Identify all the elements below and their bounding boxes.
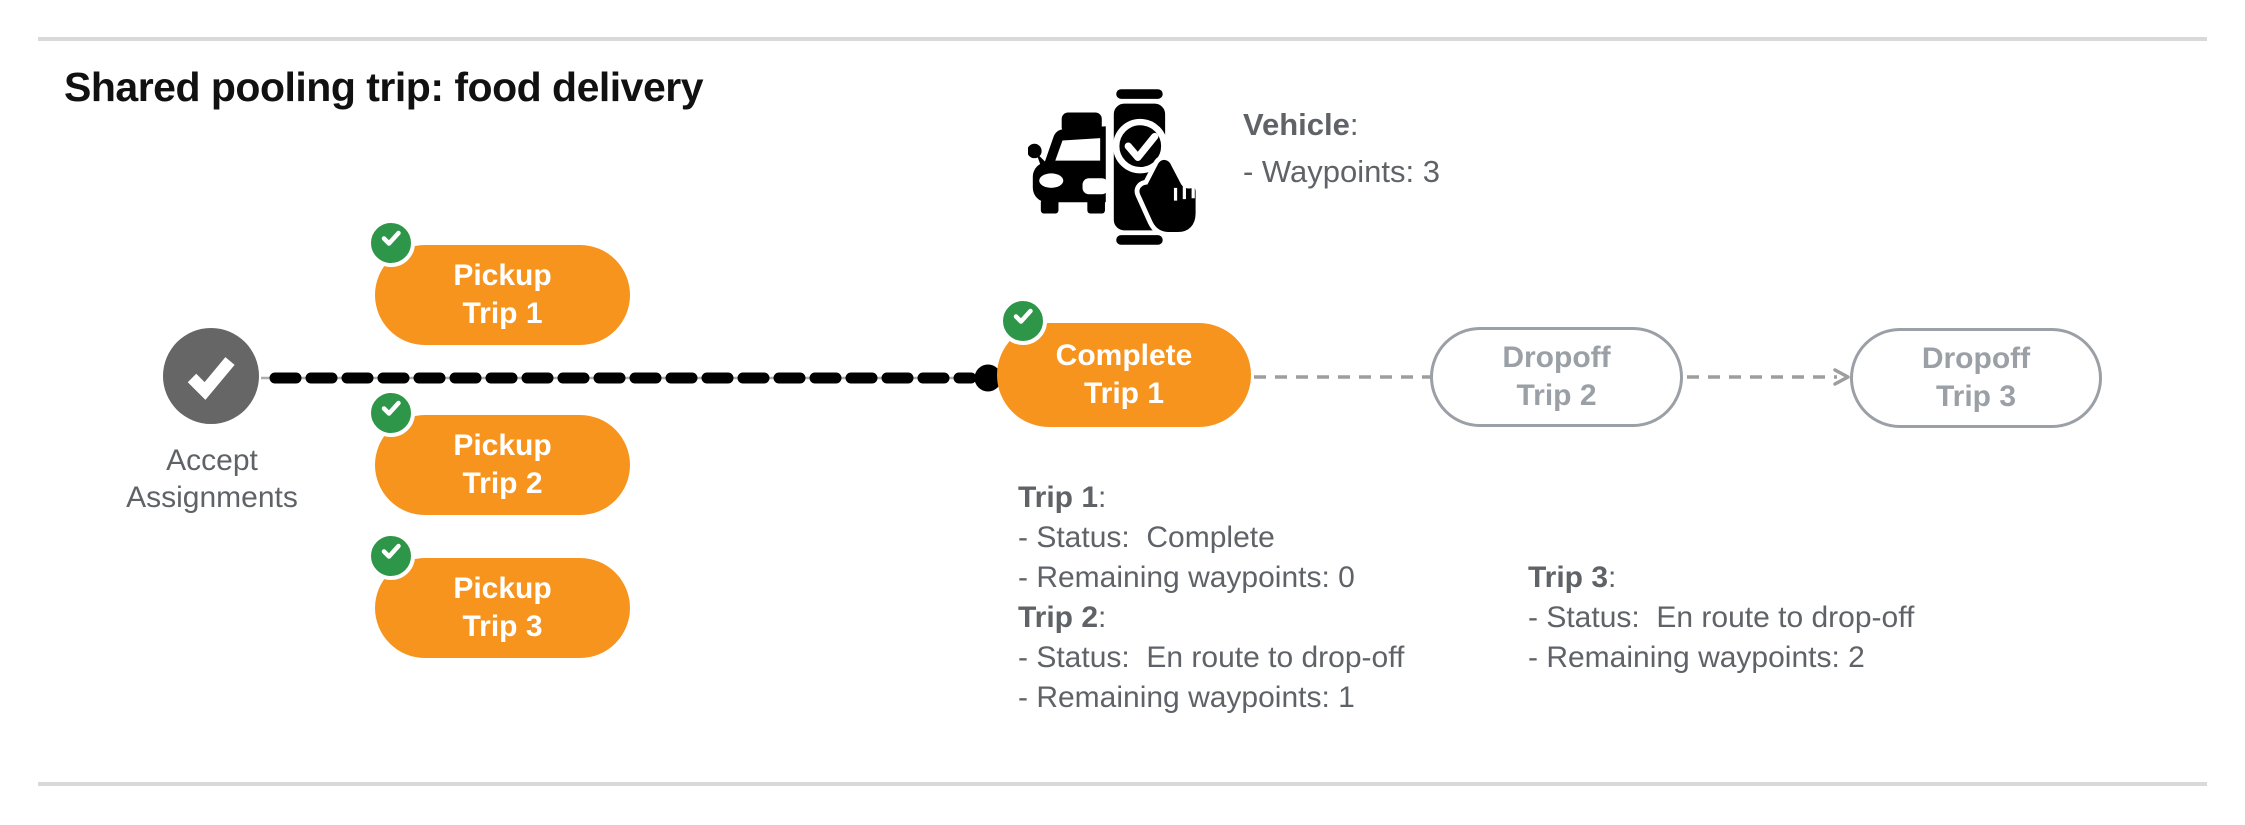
dropoff-trip-3-pill: Dropoff Trip 3 [1850, 328, 2102, 428]
dropoff-trip-2-pill: Dropoff Trip 2 [1430, 327, 1683, 427]
dropoff-connector-arrow [1687, 368, 1850, 386]
trip-status-block-3: Trip 3: - Status: En route to drop-off -… [1528, 558, 1914, 678]
trip-2-waypoints: - Remaining waypoints: 1 [1018, 681, 1355, 714]
trip-3-heading: Trip 3: [1528, 561, 1617, 594]
check-badge-icon [367, 219, 415, 267]
trip-1-heading: Trip 1: [1018, 481, 1107, 514]
top-divider [38, 37, 2207, 41]
pickup-trip-2-pill: Pickup Trip 2 [367, 389, 630, 515]
vehicle-waypoints: - Waypoints: 3 [1243, 154, 1440, 189]
complete-trip-1-pill: Complete Trip 1 [997, 297, 1251, 427]
accept-assignments-node [163, 328, 259, 424]
arrowhead-icon [1833, 368, 1850, 386]
dropoff-connector-1 [1254, 375, 1432, 379]
trip-3-waypoints: - Remaining waypoints: 2 [1528, 641, 1865, 674]
check-badge-icon [367, 389, 415, 437]
vehicle-label: Vehicle: [1243, 107, 1359, 142]
trip-2-status: - Status: En route to drop-off [1018, 641, 1405, 674]
trip-1-status: - Status: Complete [1018, 521, 1275, 554]
check-badge-icon [367, 532, 415, 580]
trip-1-waypoints: - Remaining waypoints: 0 [1018, 561, 1355, 594]
check-badge-icon [999, 297, 1047, 345]
trip-3-status: - Status: En route to drop-off [1528, 601, 1915, 634]
pickup-trip-1-pill: Pickup Trip 1 [367, 219, 630, 345]
trip-2-heading: Trip 2: [1018, 601, 1107, 634]
route-end-dot [974, 364, 1002, 392]
vehicle-info: Vehicle: - Waypoints: 3 [1243, 101, 1440, 195]
trip-status-block-1-2: Trip 1: - Status: Complete - Remaining w… [1018, 478, 1404, 718]
pickup-trip-3-pill: Pickup Trip 3 [367, 532, 630, 658]
assignment-dashed-line [261, 364, 1002, 392]
accept-assignments-label: Accept Assignments [126, 444, 298, 514]
bottom-divider [38, 782, 2207, 786]
page-title: Shared pooling trip: food delivery [64, 64, 704, 110]
car-phone-check-icon [1028, 89, 1198, 245]
checkmark-icon [187, 357, 235, 400]
